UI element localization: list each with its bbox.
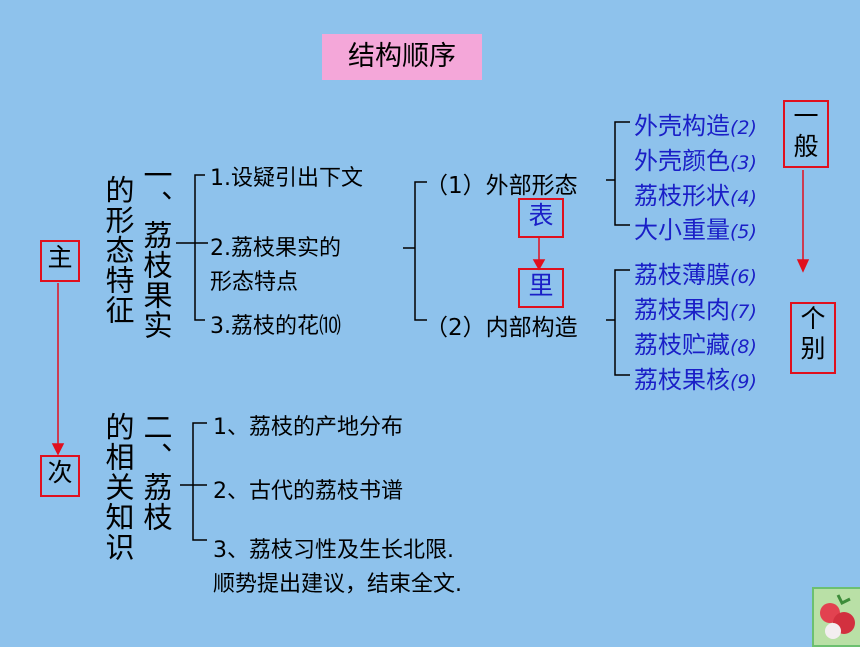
section2-item-2: 2、古代的荔枝书谱 (213, 479, 403, 504)
external-item: 大小重量(5) (634, 216, 757, 244)
external-item: 外壳构造(2) (634, 112, 757, 140)
inside-marker: 里 (518, 268, 564, 308)
section2-heading-col-a: 二、荔枝 (139, 412, 173, 532)
section1-item-1: 1.设疑引出下文 (210, 166, 363, 191)
page-title: 结构顺序 (322, 34, 482, 80)
external-item: 外壳颜色(3) (634, 147, 757, 175)
lychee-thumbnail[interactable] (812, 587, 860, 647)
internal-item: 荔枝薄膜(6) (634, 261, 757, 289)
main-marker: 主 (40, 240, 80, 282)
internal-item: 荔枝果核(9) (634, 366, 757, 394)
secondary-marker: 次 (40, 455, 80, 497)
section2-heading-col-b: 的相关知识 (101, 412, 135, 562)
section2-item-3-line2: 顺势提出建议，结束全文. (213, 572, 462, 597)
internal-item: 荔枝贮藏(8) (634, 331, 757, 359)
general-marker: 一 般 (783, 100, 829, 168)
lychee-icon (820, 594, 855, 639)
external-item: 荔枝形状(4) (634, 182, 757, 210)
section1-heading-col-a: 一、荔枝果实 (139, 160, 173, 340)
section2-item-3-line1: 3、荔枝习性及生长北限. (213, 538, 454, 563)
internal-item: 荔枝果肉(7) (634, 296, 757, 324)
section1-item-3: 3.荔枝的花⑽ (210, 314, 341, 339)
surface-marker: 表 (518, 198, 564, 238)
section2-item-1: 1、荔枝的产地分布 (213, 415, 403, 440)
section1-item-2-line1: 2.荔枝果实的 (210, 236, 341, 261)
internal-structure-label: （2）内部构造 (425, 315, 578, 341)
individual-marker: 个 别 (790, 302, 836, 374)
section1-heading-col-b: 的形态特征 (101, 175, 135, 325)
external-form-label: （1）外部形态 (425, 173, 578, 199)
section1-item-2-line2: 形态特点 (210, 270, 299, 295)
